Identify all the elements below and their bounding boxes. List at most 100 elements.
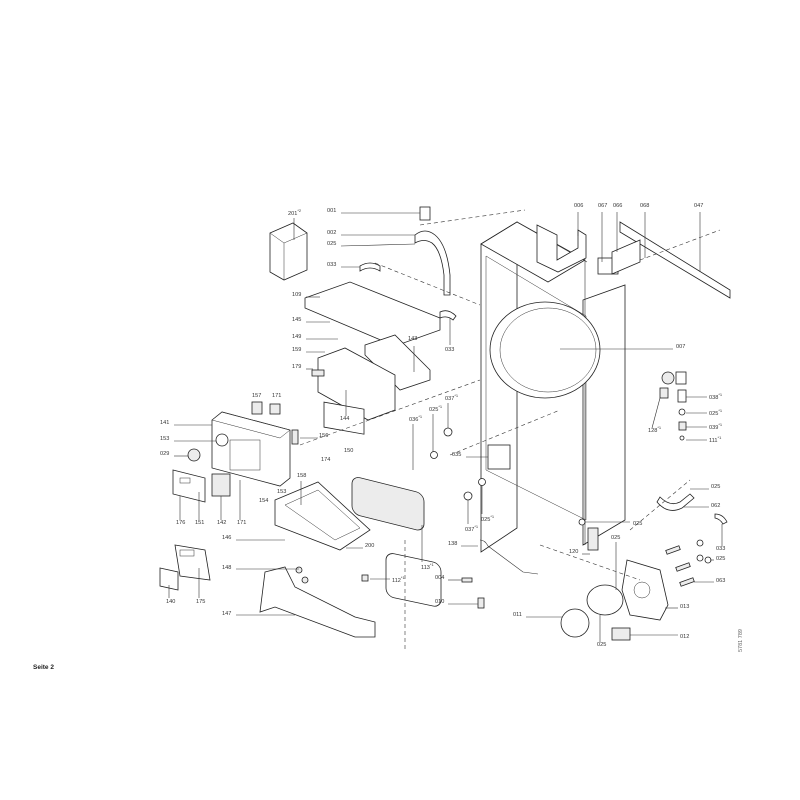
clip-033c — [714, 513, 728, 525]
part-label-037a: 037*1 — [445, 393, 459, 402]
part-label-010: 010 — [435, 599, 445, 605]
part-label-063: 063 — [716, 578, 726, 584]
part-label-151: 151 — [195, 520, 205, 526]
part-label-113: 113*1 — [421, 562, 434, 571]
part-label-001: 001 — [327, 208, 337, 214]
part-label-143: 143 — [408, 336, 418, 342]
part-label-153b: 153 — [277, 489, 287, 495]
part-label-111: 111*1 — [709, 435, 722, 444]
part-label-201: 201*2 — [288, 208, 302, 217]
part-label-025h: 025 — [611, 535, 621, 541]
control-box-141 — [174, 411, 291, 487]
heat-exchanger-007 — [489, 301, 673, 399]
part-label-036a: 036*1 — [409, 414, 423, 423]
vent-pipe-001-002 — [340, 206, 451, 296]
part-label-033b: 033 — [445, 347, 455, 353]
part-label-174: 174 — [321, 457, 331, 463]
gasket-025c — [478, 478, 486, 486]
part-label-025e: 025*1 — [709, 408, 723, 417]
cover-006 — [536, 224, 587, 273]
part-label-037b: 037*1 — [465, 524, 479, 533]
part-label-007: 007 — [676, 344, 686, 350]
part-label-025i: 025 — [716, 556, 726, 562]
part-label-067: 067 — [598, 203, 608, 209]
part-label-153a: 153 — [160, 436, 170, 442]
panel-143 — [364, 334, 431, 391]
screw-112 — [361, 574, 369, 582]
gasket-037b — [463, 491, 473, 501]
plug-156 — [291, 429, 299, 445]
part-label-025f: 025 — [711, 484, 721, 490]
gas-valve-035 — [487, 444, 511, 470]
part-label-033a: 033 — [327, 262, 337, 268]
part-label-062: 062 — [711, 503, 721, 509]
part-label-011: 011 — [513, 612, 522, 618]
fitting-120 — [587, 527, 599, 551]
gasket-037 — [443, 427, 453, 437]
part-label-025d: 025 — [597, 642, 607, 648]
cover-201 — [269, 218, 308, 281]
part-label-047: 047 — [694, 203, 704, 209]
part-label-128: 128*1 — [648, 425, 662, 434]
cover-109 — [304, 281, 441, 347]
document-number: 5781 789 — [738, 629, 744, 652]
part-label-146: 146 — [222, 535, 232, 541]
connector-157 — [251, 401, 263, 415]
part-label-013: 013 — [680, 604, 690, 610]
part-label-158: 158 — [297, 473, 307, 479]
part-label-159: 159 — [292, 347, 302, 353]
connector-012 — [611, 627, 631, 641]
part-label-142: 142 — [217, 520, 227, 526]
module-144 — [317, 347, 396, 421]
part-label-109: 109 — [292, 292, 302, 298]
fittings-038-039 — [651, 371, 707, 441]
part-label-141: 141 — [160, 420, 170, 426]
module-176 — [172, 469, 206, 503]
part-label-157: 157 — [252, 393, 262, 399]
pins-063 — [665, 539, 714, 587]
part-label-025g: 025 — [633, 521, 643, 527]
part-label-112: 112*1 — [392, 575, 405, 584]
part-label-025a: 025 — [327, 241, 337, 247]
part-label-039: 039*1 — [709, 422, 723, 431]
part-label-068: 068 — [640, 203, 650, 209]
part-label-156: 156 — [319, 433, 329, 439]
part-label-004: 004 — [435, 575, 445, 581]
part-label-033c: 033 — [716, 546, 726, 552]
part-label-148: 148 — [222, 565, 232, 571]
part-label-035: 035 — [452, 452, 462, 458]
part-label-175: 175 — [196, 599, 206, 605]
part-label-038: 038*1 — [709, 392, 723, 401]
part-label-025b: 025*1 — [429, 404, 443, 413]
page-footer: Seite 2 — [33, 664, 54, 671]
gasket-025g — [578, 518, 586, 526]
display-175 — [159, 544, 211, 598]
part-label-025c: 025*1 — [481, 514, 495, 523]
part-label-171b: 171 — [237, 520, 247, 526]
bracket-066 — [611, 239, 641, 275]
part-label-147: 147 — [222, 611, 232, 617]
part-label-179: 179 — [292, 364, 302, 370]
tray-146 — [236, 481, 371, 551]
gasket-025 — [430, 451, 438, 459]
bracket-047 — [619, 221, 731, 299]
pipe-138 — [479, 539, 539, 575]
part-label-012: 012 — [680, 634, 690, 640]
part-label-120: 120 — [569, 549, 579, 555]
cover-113 — [351, 477, 442, 607]
part-label-002: 002 — [327, 230, 337, 236]
part-label-066: 066 — [613, 203, 623, 209]
pin-004 — [461, 577, 473, 583]
bracket-142 — [211, 473, 231, 497]
part-label-006: 006 — [574, 203, 584, 209]
panel-159 — [323, 401, 365, 435]
part-label-171a: 171 — [272, 393, 282, 399]
connector-171 — [269, 403, 281, 415]
part-label-200: 200 — [365, 543, 375, 549]
part-label-150: 150 — [344, 448, 354, 454]
part-label-149: 149 — [292, 334, 302, 340]
part-label-145: 145 — [292, 317, 302, 323]
part-label-140: 140 — [166, 599, 176, 605]
part-label-138: 138 — [448, 541, 458, 547]
